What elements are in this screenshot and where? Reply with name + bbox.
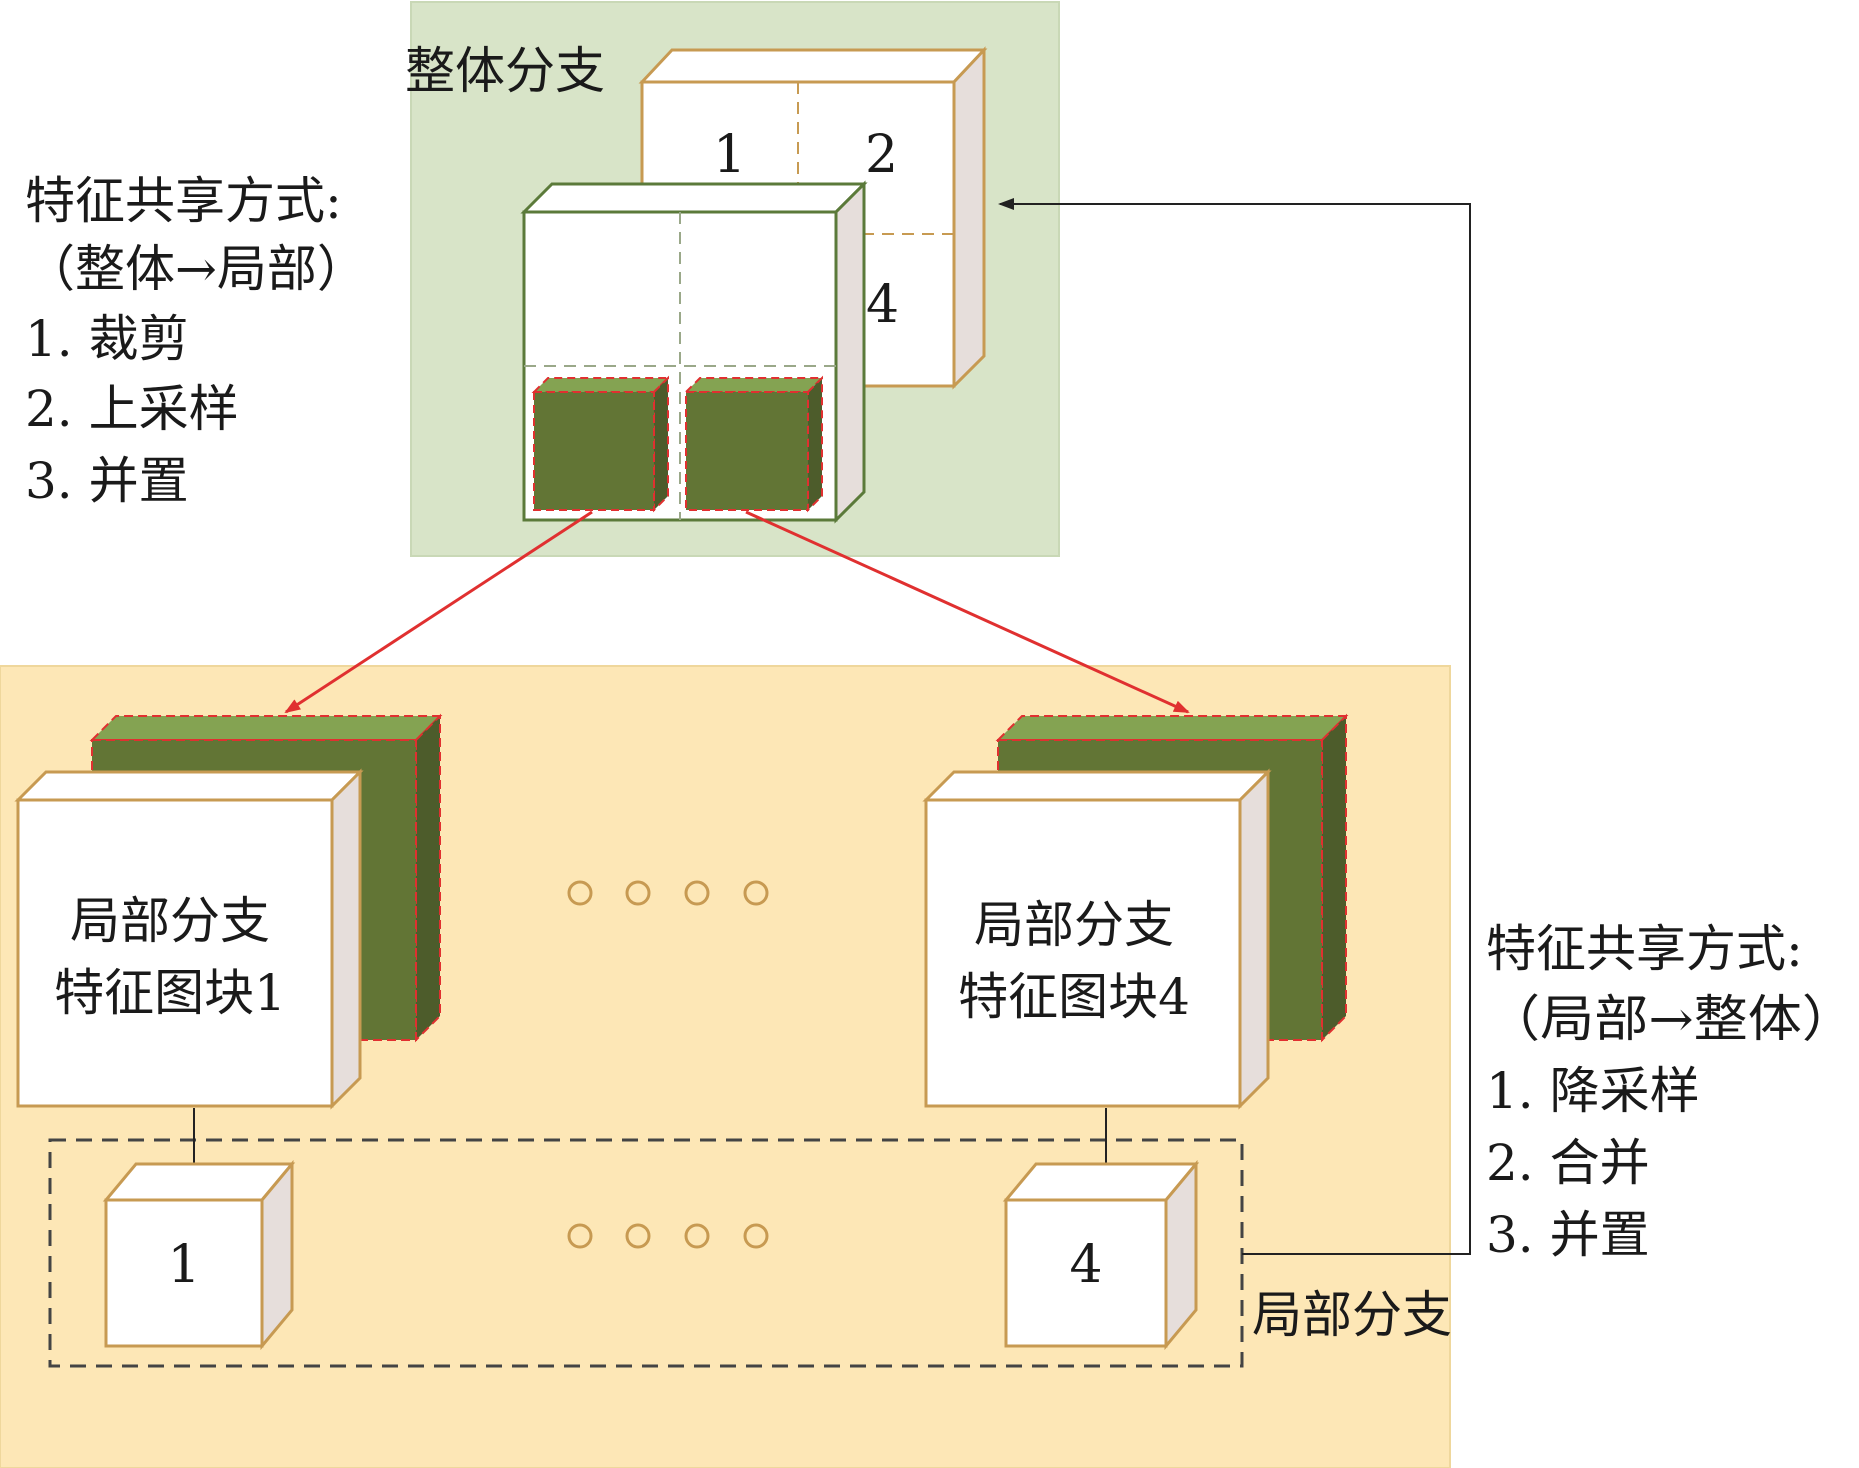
arrow-crop-to-local-1 — [284, 510, 593, 714]
local-small-label-1: 1 — [167, 1235, 200, 1295]
global-crop-block-1 — [531, 375, 671, 513]
right-note-direction: （局部→整体） — [1486, 990, 1856, 1048]
global-branch-title: 整体分支 — [405, 42, 605, 100]
left-note-direction: （整体→局部） — [25, 240, 367, 298]
local-block-4-line1: 局部分支 — [974, 896, 1174, 954]
right-sharing-note: 特征共享方式: （局部→整体） 1. 降采样 2. 合并 3. 并置 — [1486, 920, 1856, 1264]
global-back-label-1: 1 — [713, 125, 746, 185]
ellipsis-lower — [567, 1223, 769, 1249]
local-branch-title: 局部分支 — [1252, 1286, 1452, 1344]
arrow-crop-to-local-4 — [745, 510, 1190, 714]
global-back-label-4: 4 — [866, 275, 899, 335]
right-note-title: 特征共享方式: — [1486, 920, 1803, 978]
global-back-label-2: 2 — [865, 125, 898, 185]
local-feature-block-1: 局部分支 特征图块1 — [14, 768, 364, 1110]
local-feature-block-4: 局部分支 特征图块4 — [922, 768, 1272, 1110]
left-note-step-1: 1. 裁剪 — [25, 310, 189, 368]
right-note-step-1: 1. 降采样 — [1486, 1062, 1700, 1120]
left-note-title: 特征共享方式: — [25, 172, 342, 230]
local-small-cube-4: 4 — [1002, 1159, 1200, 1351]
left-sharing-note: 特征共享方式: （整体→局部） 1. 裁剪 2. 上采样 3. 并置 — [25, 172, 367, 510]
right-note-step-2: 2. 合并 — [1486, 1134, 1650, 1192]
local-block-1-line2: 特征图块1 — [54, 964, 286, 1022]
left-note-step-3: 3. 并置 — [25, 452, 189, 510]
ellipsis-upper — [567, 880, 769, 906]
right-note-step-3: 3. 并置 — [1486, 1206, 1650, 1264]
local-small-label-4: 4 — [1069, 1235, 1102, 1295]
left-note-step-2: 2. 上采样 — [25, 380, 239, 438]
global-crop-block-4 — [683, 375, 825, 513]
local-block-4-line2: 特征图块4 — [958, 968, 1190, 1026]
local-small-cube-1: 1 — [102, 1159, 296, 1351]
local-block-1-line1: 局部分支 — [70, 892, 270, 950]
feedback-connector — [998, 198, 1471, 1255]
